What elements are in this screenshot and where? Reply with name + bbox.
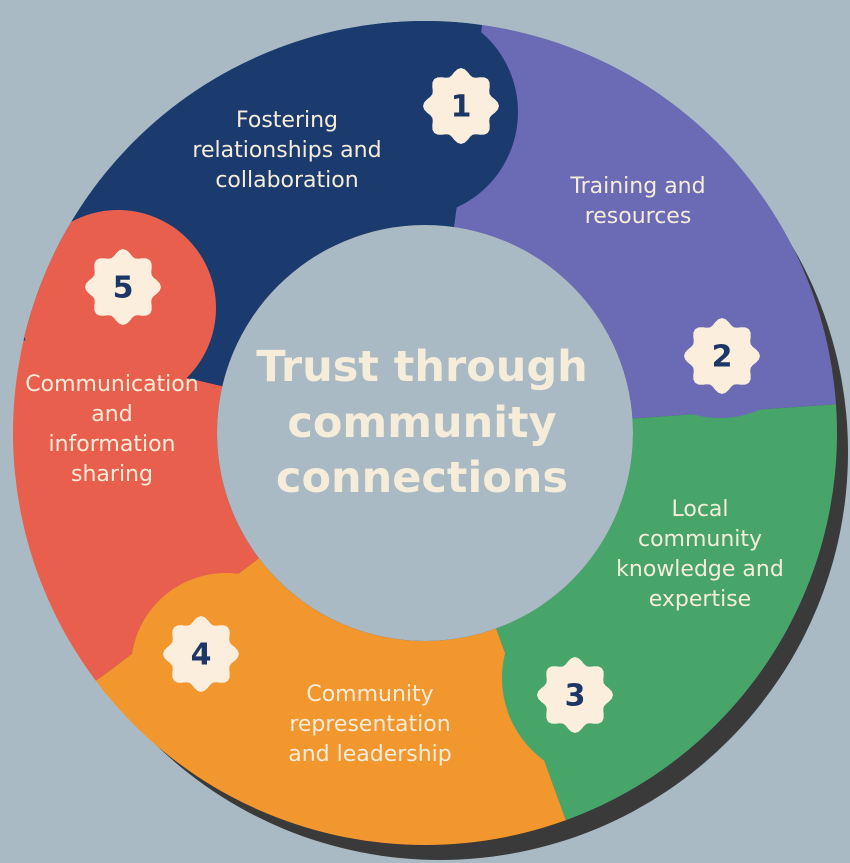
center-title: Trust through community connections <box>256 342 587 503</box>
segment-1-head <box>308 21 518 217</box>
segment-1-label-line: Fostering <box>236 108 338 133</box>
segment-2-label: Training and resources <box>569 174 705 229</box>
segment-2-label-line: resources <box>585 204 692 229</box>
badge-2: 2 <box>684 318 760 394</box>
segment-3-label-line: Local <box>671 497 728 522</box>
segment-3-label-line: community <box>638 527 762 552</box>
badge-5-star-icon <box>85 249 161 325</box>
badge-2-star-icon <box>684 318 760 394</box>
segment-3-label-line: knowledge and <box>616 557 784 582</box>
badge-5: 5 <box>85 249 161 325</box>
badge-1: 1 <box>423 68 499 144</box>
badge-2-number: 2 <box>712 340 733 375</box>
badge-1-star-icon <box>423 68 499 144</box>
badge-3-star-icon <box>537 657 613 733</box>
badge-1-number: 1 <box>451 90 472 125</box>
center-hole <box>217 225 633 641</box>
segment-1-label-line: collaboration <box>215 168 358 193</box>
number-badges: 1 2 3 4 5 <box>85 68 760 733</box>
center-title-line-3: connections <box>276 453 568 503</box>
segment-1-label: Fostering relationships and collaboratio… <box>192 108 381 193</box>
segment-4-label-line: representation <box>289 712 450 737</box>
badge-3: 3 <box>537 657 613 733</box>
badge-4-star-icon <box>163 616 239 692</box>
segment-3-head <box>502 576 706 780</box>
segment-4-label-line: and leadership <box>288 742 452 767</box>
segment-5-label-line: and <box>91 402 132 427</box>
segment-3-label: Local community knowledge and expertise <box>616 497 784 612</box>
segment-5-label-line: sharing <box>71 462 153 487</box>
segment-4-label-line: Community <box>306 682 433 707</box>
ring-segments <box>13 21 837 845</box>
badge-3-number: 3 <box>565 679 586 714</box>
badge-5-number: 5 <box>113 271 134 306</box>
center-title-line-1: Trust through <box>256 342 587 392</box>
segment-1-label-line: relationships and <box>192 138 381 163</box>
segment-4-label: Community representation and leadership <box>288 682 452 767</box>
segment-2-label-line: Training and <box>569 174 705 199</box>
segment-5-label-line: Communication <box>25 372 198 397</box>
segment-3-label-line: expertise <box>649 587 751 612</box>
segment-2-head <box>620 218 820 418</box>
badge-4-number: 4 <box>191 638 212 673</box>
center-title-line-2: community <box>287 398 556 448</box>
badge-4: 4 <box>163 616 239 692</box>
segment-5-label: Communication and information sharing <box>25 372 198 487</box>
segment-5-label-line: information <box>49 432 176 457</box>
